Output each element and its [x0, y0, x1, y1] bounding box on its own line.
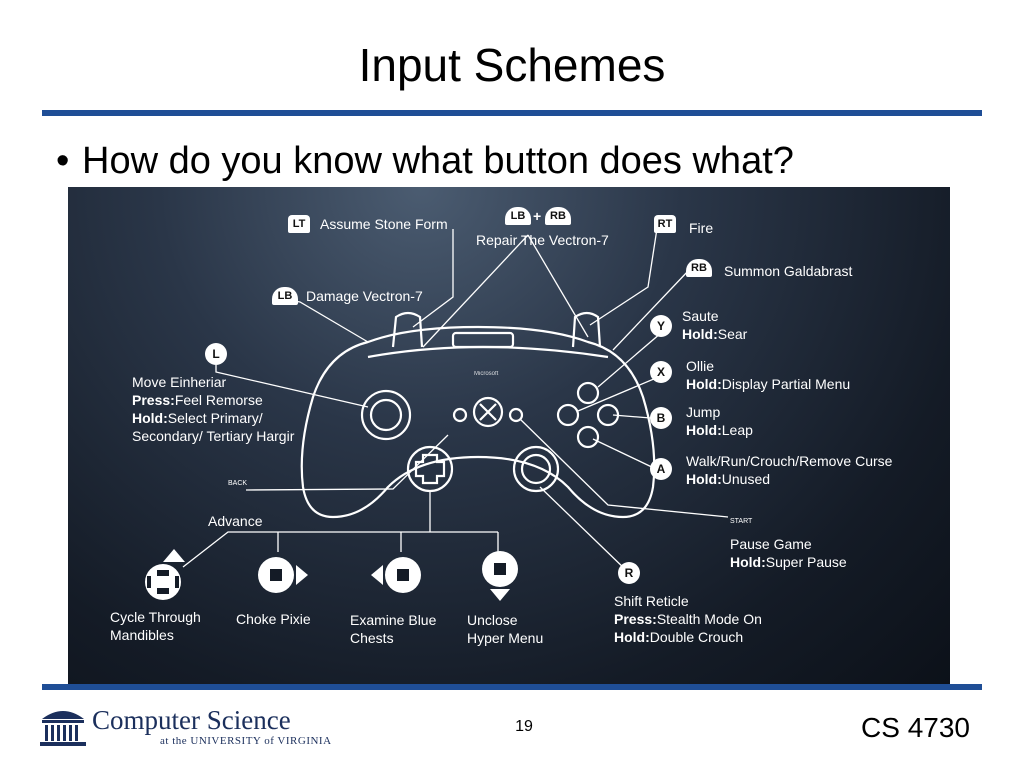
rb-label: Summon Galdabrast	[724, 263, 853, 279]
bumper-bar	[367, 345, 609, 359]
back-label: Advance	[208, 513, 263, 529]
y-button-shape	[576, 381, 600, 405]
left-stick-inner	[369, 398, 403, 432]
guide-x	[479, 403, 497, 421]
dpad-right-center	[270, 569, 282, 581]
rb-combo-icon: RB	[545, 207, 571, 225]
left-stick-outer	[360, 389, 412, 441]
controller-diagram: LT LB + RB RT RB LB Y X B A L R BACK STA…	[68, 187, 950, 684]
back-icon: BACK	[228, 480, 248, 487]
a-label: Walk/Run/Crouch/Remove Curse Hold:Unused	[686, 453, 893, 487]
rt-trigger	[571, 311, 602, 348]
start-icon: START	[730, 518, 753, 525]
callout-r	[539, 486, 629, 573]
back-button-shape	[452, 407, 468, 423]
bullet-text: How do you know what button does what?	[82, 140, 794, 182]
callout-start	[519, 418, 729, 518]
right-stick-icon: R	[618, 562, 640, 584]
rb-icon: RB	[686, 259, 712, 277]
b-icon: B	[650, 407, 672, 429]
dpad-down-label: Unclose Hyper Menu	[467, 612, 544, 646]
dpad-up-icon	[145, 549, 185, 600]
start-button-shape	[508, 407, 524, 423]
dpad-right-icon	[258, 557, 308, 593]
callout-lt	[412, 229, 454, 328]
lt-label: Assume Stone Form	[320, 216, 448, 232]
dpad-down-icon	[482, 551, 518, 601]
bullet-icon: •	[56, 140, 70, 182]
rt-label: Fire	[689, 220, 714, 236]
right-stick-label: Shift Reticle Press:Stealth Mode On Hold…	[614, 593, 762, 645]
dpad-ring	[406, 445, 454, 493]
footer-divider	[42, 684, 982, 690]
dpad-up-cross	[147, 570, 179, 594]
controller-brand: Microsoft	[474, 371, 499, 377]
dpad-left-center	[397, 569, 409, 581]
dpad-cross	[414, 453, 446, 485]
lb-label: Damage Vectron-7	[306, 288, 423, 304]
left-stick-icon: L	[205, 343, 227, 365]
controller-drawing	[145, 221, 729, 601]
page-number: 19	[515, 718, 533, 735]
callout-lbrb-left	[422, 234, 529, 348]
callout-lbrb-right	[527, 234, 589, 338]
dpad-left-icon	[371, 557, 421, 593]
rt-icon: RT	[654, 215, 676, 233]
x-icon: X	[650, 361, 672, 383]
callout-lb	[282, 298, 369, 343]
combo-plus-icon: +	[533, 208, 542, 224]
controller-body-outline	[300, 325, 656, 519]
left-stick-label: Move Einheriar Press:Feel Remorse Hold:S…	[132, 374, 295, 444]
guide-button-ring	[472, 396, 504, 428]
callout-dpad-tree	[182, 492, 499, 568]
y-label: Saute Hold:Sear	[682, 308, 748, 342]
callout-rb	[612, 268, 691, 351]
a-icon: A	[650, 458, 672, 480]
x-button-shape	[556, 403, 580, 427]
dpad-right-label: Choke Pixie	[236, 611, 311, 627]
a-button-shape	[576, 425, 600, 449]
right-stick-inner	[520, 453, 552, 485]
course-code: CS 4730	[861, 712, 970, 743]
dpad-up-label: Cycle Through Mandibles	[110, 609, 201, 643]
logo-subtitle: at the UNIVERSITY of VIRGINIA	[160, 735, 332, 747]
lb-icon: LB	[272, 287, 298, 305]
x-label: Ollie Hold:Display Partial Menu	[686, 358, 851, 392]
slide-title: Input Schemes	[358, 39, 666, 91]
lbrb-label: Repair The Vectron-7	[476, 232, 609, 248]
rotunda-logo-icon	[40, 711, 86, 746]
lb-combo-icon: LB	[505, 207, 531, 225]
callout-a	[592, 438, 659, 471]
logo-title: Computer Science	[92, 705, 291, 735]
callout-l	[215, 365, 369, 408]
connector-port	[451, 331, 515, 349]
callout-back	[245, 434, 449, 491]
callout-y	[597, 326, 669, 388]
callout-rt	[589, 221, 659, 326]
dpad-left-label: Examine Blue Chests	[350, 612, 437, 646]
title-divider	[42, 110, 982, 116]
lt-icon: LT	[288, 215, 310, 233]
b-label: Jump Hold:Leap	[686, 404, 753, 438]
bullet-item: • How do you know what button does what?	[56, 140, 794, 183]
dpad-down-center	[494, 563, 506, 575]
right-stick-outer	[512, 445, 560, 493]
lt-trigger	[391, 311, 424, 348]
start-label: Pause Game Hold:Super Pause	[730, 536, 847, 570]
y-icon: Y	[650, 315, 672, 337]
